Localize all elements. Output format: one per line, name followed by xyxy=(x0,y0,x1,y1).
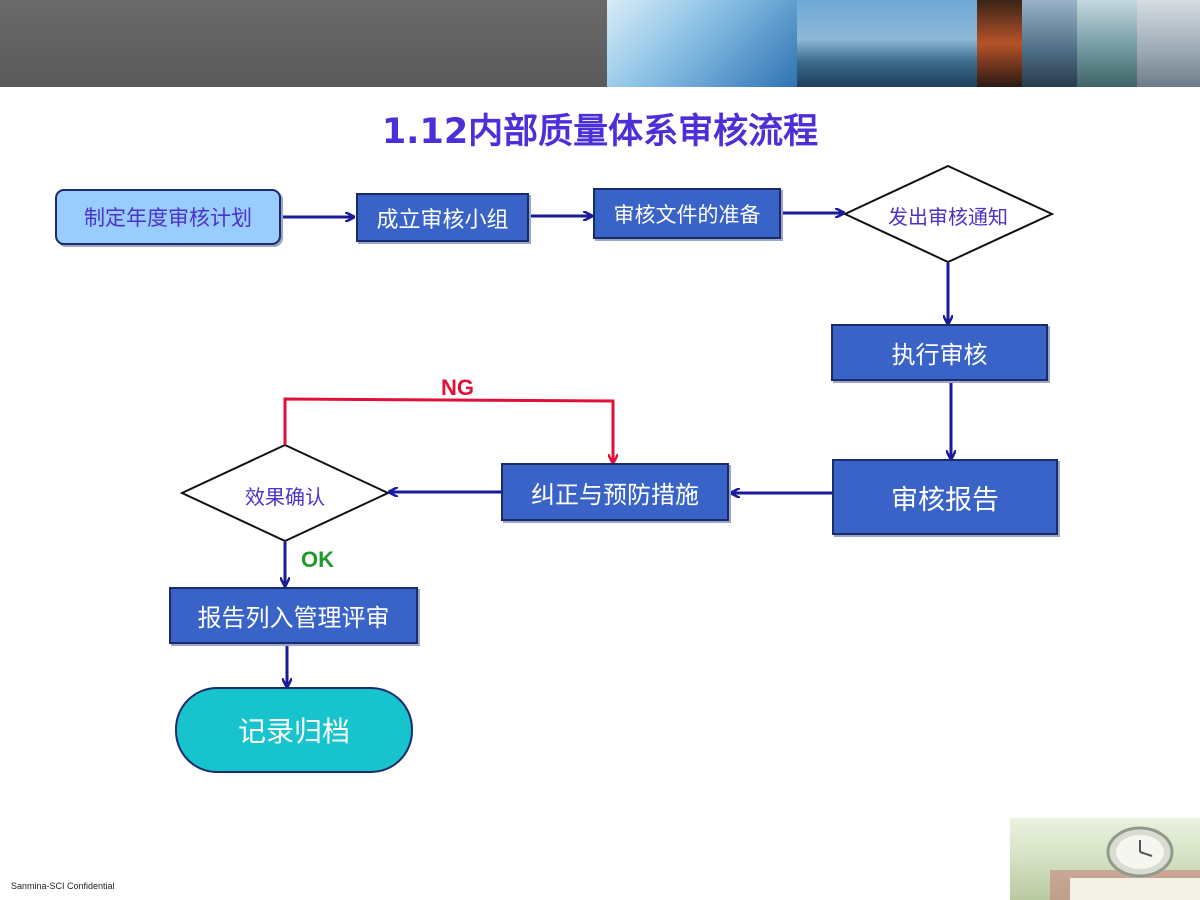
clock-icon xyxy=(1050,826,1200,900)
header-bar xyxy=(0,0,607,87)
page-title: 1.12内部质量体系审核流程 xyxy=(381,112,819,152)
node-execute-audit: 执行审核 xyxy=(831,324,1048,381)
header-photo-banner xyxy=(607,0,1200,87)
node-form-team: 成立审核小组 xyxy=(356,193,529,242)
node-prepare-docs: 审核文件的准备 xyxy=(593,188,781,239)
node-verify-effect: 效果确认 xyxy=(245,485,325,509)
arrow-ng-loop xyxy=(283,397,613,462)
node-audit-report: 审核报告 xyxy=(832,459,1058,535)
footer-confidential: Sanmina-SCI Confidential xyxy=(11,881,115,891)
node-archive-records: 记录归档 xyxy=(175,687,413,773)
notice-diamond xyxy=(842,164,1055,264)
ng-label: NG xyxy=(441,375,474,400)
node-management-review: 报告列入管理评审 xyxy=(169,587,418,644)
node-corrective-action: 纠正与预防措施 xyxy=(501,463,729,521)
node-annual-plan: 制定年度审核计划 xyxy=(55,189,281,245)
ok-label: OK xyxy=(301,547,334,572)
corner-clock-photo xyxy=(1010,818,1200,900)
verify-diamond xyxy=(179,443,391,543)
node-issue-notice: 发出审核通知 xyxy=(888,205,1008,229)
